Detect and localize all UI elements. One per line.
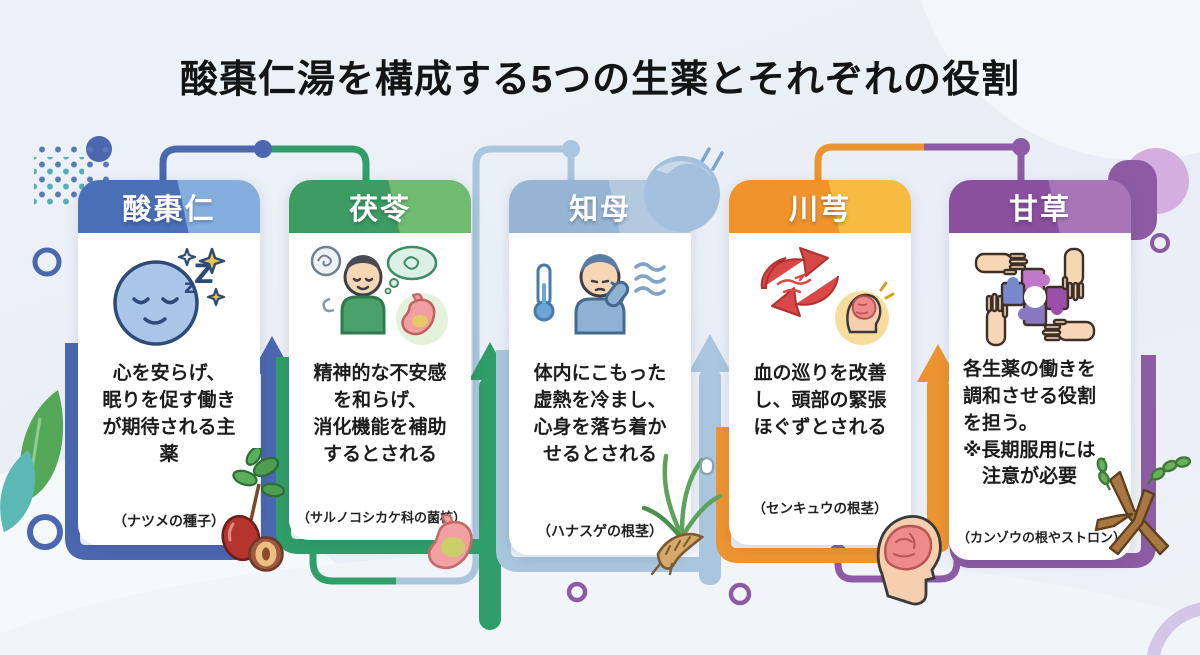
jujube-fruit-illustration (221, 448, 286, 572)
herb-description: 血の巡りを改善 し、頭部の緊張 ほぐずとされる (753, 363, 887, 438)
purple-ring-decoration (728, 582, 752, 606)
connector-node (1012, 138, 1030, 156)
fever-person-icon (517, 239, 683, 355)
card-header: 茯苓 (289, 180, 471, 233)
card-bukuryo: 茯苓 (289, 180, 471, 540)
hanasuge-root-illustration (641, 453, 723, 576)
background-curve (0, 550, 1200, 655)
flow-arrow-3 (689, 334, 731, 372)
lavender-ring-decoration (1146, 602, 1200, 655)
anxious-person-stomach-icon (297, 239, 463, 355)
card-senkyu: 川芎 血の巡りを (729, 180, 911, 545)
pink-blob-decoration (1123, 148, 1189, 214)
card-header: 甘草 (949, 180, 1131, 233)
licorice-root-illustration (1094, 456, 1192, 556)
stomach-illustration (427, 514, 473, 570)
circulation-arrows-brain-icon (737, 239, 903, 355)
herb-name: 酸棗仁 (122, 193, 216, 226)
head-brain-illustration (876, 515, 942, 606)
card-body: 精神的な不安感 を和らげ、 消化機能を補助 するとされる （サルノコシカケ科の菌… (289, 233, 471, 540)
blue-ring-decoration (27, 514, 63, 550)
dot-grid-decoration (34, 157, 84, 205)
svg-text:z: z (184, 276, 195, 298)
blue-blob-decoration (644, 156, 720, 232)
card-header: 酸棗仁 (78, 180, 260, 233)
purple-ring-decoration (566, 581, 588, 603)
hands-puzzle-icon (957, 239, 1123, 355)
sleeping-moon-icon: z Z (86, 239, 252, 355)
herb-name: 甘草 (1008, 193, 1071, 226)
connector-node (254, 140, 272, 158)
leaf-decoration (0, 390, 64, 532)
blue-ring-decoration (32, 247, 62, 277)
herb-source: （センキュウの根茎） (752, 501, 888, 516)
herb-name: 知母 (568, 193, 631, 226)
card-body: 血の巡りを改善 し、頭部の緊張 ほぐずとされる （センキュウの根茎） (729, 233, 911, 545)
herb-description: 各生薬の働きを 調和させる役割 を担う。 (963, 359, 1097, 434)
connector-node (562, 140, 580, 158)
herb-name: 茯苓 (348, 193, 411, 226)
herb-name: 川芎 (788, 193, 851, 226)
connector-node (829, 544, 847, 562)
page-title: 酸棗仁湯を構成する5つの生薬とそれぞれの役割 (180, 59, 1020, 101)
herb-description: 精神的な不安感 を和らげ、 消化機能を補助 するとされる (313, 363, 447, 465)
flow-arrow-2 (469, 342, 511, 380)
card-header: 川芎 (729, 180, 911, 233)
purple-ring-decoration (1150, 233, 1170, 253)
